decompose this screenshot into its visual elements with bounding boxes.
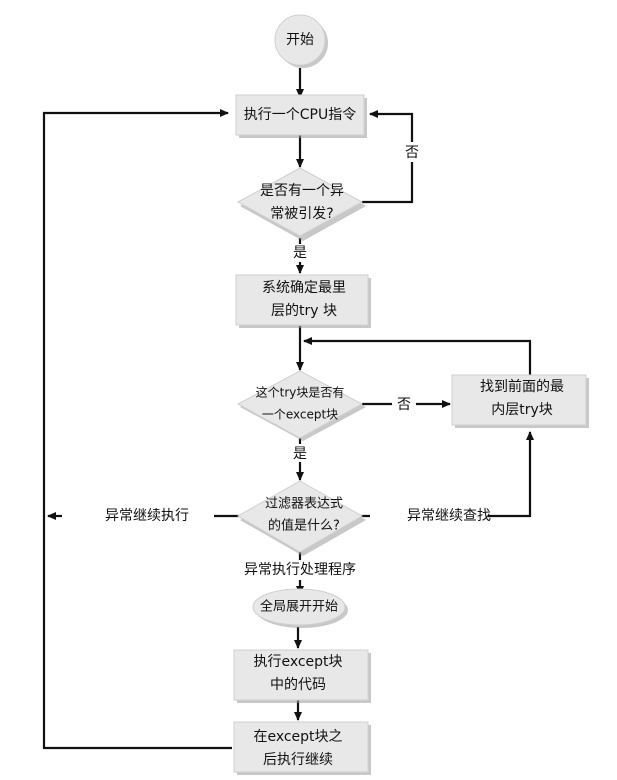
node-continue-after: 在except块之 后执行继续 [233, 721, 371, 775]
node-find-prev-try-line2: 内层try块 [491, 402, 553, 418]
node-find-innermost-try-line1: 系统确定最里 [262, 280, 346, 296]
node-find-innermost-try: 系统确定最里 层的try 块 [235, 274, 371, 328]
edge-continue-search [488, 431, 534, 518]
node-continue-after-line1: 在except块之 [253, 729, 342, 745]
label-execute-handler: 异常执行处理程序 [244, 562, 356, 578]
label-no-exception: 否 [405, 145, 419, 161]
node-exec-except-line1: 执行except块 [253, 654, 342, 670]
node-exec-cpu: 执行一个CPU指令 [235, 94, 367, 138]
node-filter-value-line1: 过滤器表达式 [265, 497, 343, 512]
node-continue-after-line2: 后执行继续 [263, 751, 333, 768]
edge-prev-try-loop [303, 337, 532, 376]
node-global-unwind-text: 全局展开开始 [260, 599, 338, 615]
node-find-innermost-try-line2: 层的try 块 [271, 303, 337, 319]
node-exception-raised-line1: 是否有一个异 [260, 183, 344, 199]
node-start-text: 开始 [286, 32, 314, 48]
label-no-except-block: 否 [397, 397, 411, 413]
node-global-unwind: 全局展开开始 [252, 588, 348, 628]
label-yes-exception: 是 [293, 245, 307, 261]
node-find-prev-try: 找到前面的最 内层try块 [451, 374, 589, 428]
node-has-except-line2: 一个except块 [262, 408, 338, 422]
label-yes-except-block: 是 [293, 446, 307, 462]
node-start: 开始 [274, 14, 328, 68]
node-exception-raised-line2: 常被引发? [270, 206, 333, 222]
node-exec-except: 执行except块 中的代码 [233, 649, 371, 703]
node-has-except-line1: 这个try块是否有 [256, 385, 345, 400]
node-filter-value-line2: 的值是什么? [268, 518, 340, 534]
label-continue-search: 异常继续查找 [407, 507, 491, 524]
node-exec-cpu-text: 执行一个CPU指令 [244, 107, 356, 123]
node-filter-value: 过滤器表达式 的值是什么? [236, 480, 366, 556]
edge-main-loop-back [42, 109, 232, 750]
node-find-prev-try-line1: 找到前面的最 [480, 378, 564, 395]
node-exec-except-line2: 中的代码 [270, 677, 326, 693]
node-has-except: 这个try块是否有 一个except块 [236, 370, 366, 441]
node-exception-raised: 是否有一个异 常被引发? [236, 167, 366, 241]
label-continue-execution: 异常继续执行 [105, 507, 189, 524]
